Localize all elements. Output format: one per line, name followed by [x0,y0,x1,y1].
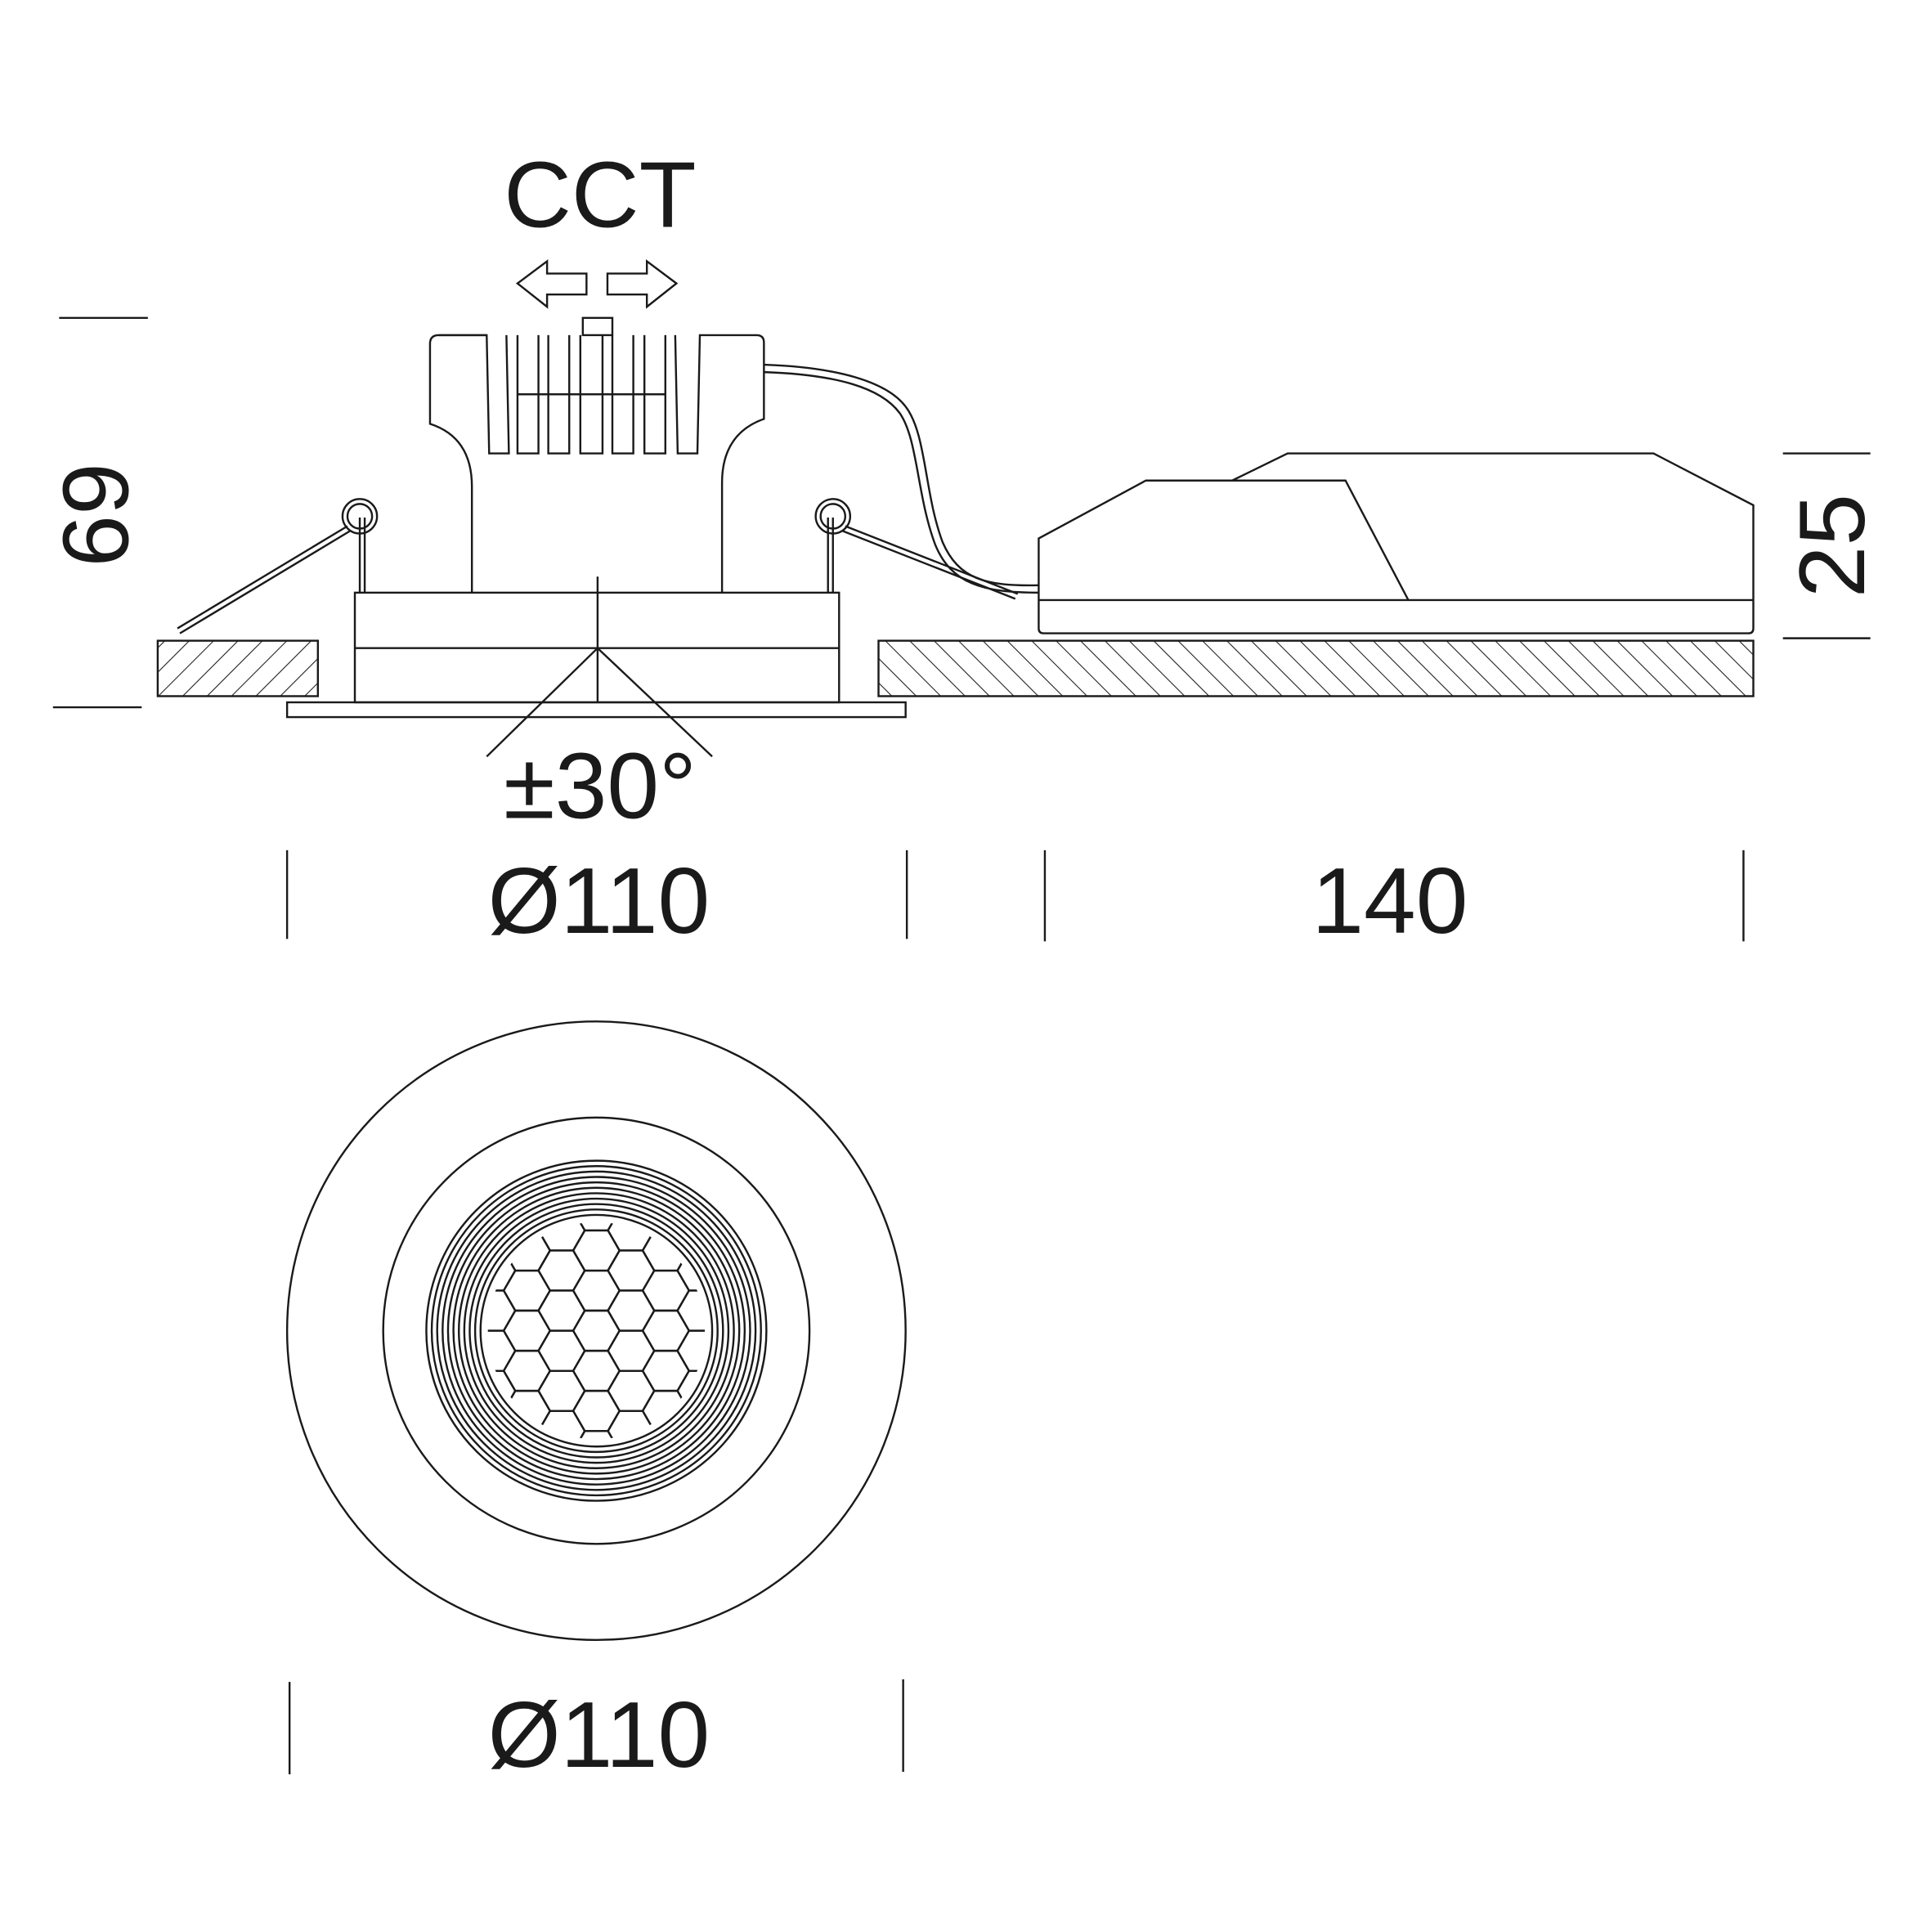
honeycomb-cell [400,1451,446,1491]
cct-arrows-icon [515,259,679,309]
baffle-ring [479,1213,714,1448]
honeycomb-cell [641,1269,691,1312]
honeycomb-cell [782,1511,828,1551]
baffle-ring [468,1203,724,1459]
ceiling-section-right [877,639,1755,697]
honeycomb-cell [747,1130,794,1170]
baffle-ring [446,1181,746,1481]
baffle-ring [473,1208,719,1454]
honeycomb-cell [400,1491,446,1531]
honeycomb-cell [676,1329,706,1372]
honeycomb-cell [572,1349,621,1392]
honeycomb-cell [537,1369,586,1412]
baffle-ring [436,1170,757,1491]
honeycomb-cell [607,1289,656,1332]
honeycomb-cell [676,1249,706,1292]
honeycomb-cell [469,1531,516,1571]
honeycomb-cell [712,1190,759,1230]
honeycomb-cell [434,1311,481,1351]
honeycomb-cell [573,1110,620,1150]
driver-length-dimension: 140 [1311,849,1468,953]
cct-label: CCT [504,142,696,247]
honeycomb-cell [365,1190,411,1230]
driver-box [1038,452,1755,634]
baffle-ring [452,1186,741,1475]
driver-height-dimension: 25 [1780,494,1885,598]
heatsink [428,316,765,593]
honeycomb-cell [747,1531,794,1571]
baffle-ring [430,1165,762,1497]
honeycomb-cell [572,1309,621,1352]
honeycomb-cell [502,1349,552,1392]
honeycomb-cell [712,1511,759,1551]
honeycomb-cell [607,1329,656,1372]
honeycomb-cell [434,1190,481,1230]
baffle-ring [425,1159,768,1502]
baffle-rings [425,1159,768,1502]
baffle-ring [442,1176,751,1486]
ceiling-section-left [156,639,320,697]
honeycomb-louvre [365,1110,828,1571]
honeycomb-cell [641,1309,691,1352]
honeycomb-cell [641,1349,691,1392]
front-view [285,1020,907,1642]
honeycomb-cell [400,1170,446,1210]
honeycomb-cell [365,1150,411,1190]
honeycomb-cell [747,1210,794,1250]
honeycomb-cell [676,1289,706,1332]
housing [285,576,907,758]
honeycomb-cell [365,1311,411,1351]
dimension-lines [52,316,1871,1775]
honeycomb-cell [782,1431,828,1471]
honeycomb-cell [782,1311,828,1351]
honeycomb-cell [572,1269,621,1312]
baffle-ring [458,1192,735,1469]
honeycomb-cell [573,1511,620,1551]
front-diameter-dimension: Ø110 [488,1683,710,1787]
honeycomb-cell [747,1491,794,1531]
honeycomb-cell [365,1511,411,1551]
honeycomb-cell [400,1411,446,1451]
honeycomb-cell [400,1531,446,1571]
honeycomb-cell [676,1369,706,1412]
side-diameter-dimension: Ø110 [488,849,710,953]
honeycomb-cell [365,1471,411,1511]
honeycomb-cell [434,1511,481,1551]
honeycomb-cell [678,1531,724,1571]
honeycomb-cell [747,1411,794,1451]
honeycomb-cell [607,1249,656,1292]
honeycomb-cell [712,1431,759,1471]
honeycomb-cell [572,1389,621,1432]
honeycomb-cell [502,1309,552,1352]
honeycomb-cell [782,1190,828,1230]
honeycomb-cell [434,1431,481,1471]
honeycomb-cell [400,1210,446,1250]
honeycomb-cell [572,1229,621,1272]
honeycomb-cell [712,1110,759,1150]
honeycomb-cell [782,1471,828,1511]
height-dimension: 69 [44,463,149,567]
honeycomb-cell [747,1170,794,1210]
tilt-label: ±30° [504,734,697,839]
honeycomb-cell [434,1110,481,1150]
honeycomb-cell [607,1369,656,1412]
honeycomb-cell [502,1269,552,1312]
honeycomb-cell [537,1289,586,1332]
trim-ring-inner [382,1116,811,1545]
honeycomb-cell [365,1431,411,1471]
trim-ring-outer [285,1020,907,1642]
honeycomb-cell [365,1110,411,1150]
cable [764,363,1039,594]
honeycomb-cell [782,1110,828,1150]
honeycomb-cell [712,1311,759,1351]
honeycomb-cell [782,1150,828,1190]
honeycomb-cell [537,1329,586,1372]
honeycomb-cell [747,1451,794,1491]
baffle-ring [463,1197,730,1464]
honeycomb-cell [537,1249,586,1292]
honeycomb-cell [400,1130,446,1170]
